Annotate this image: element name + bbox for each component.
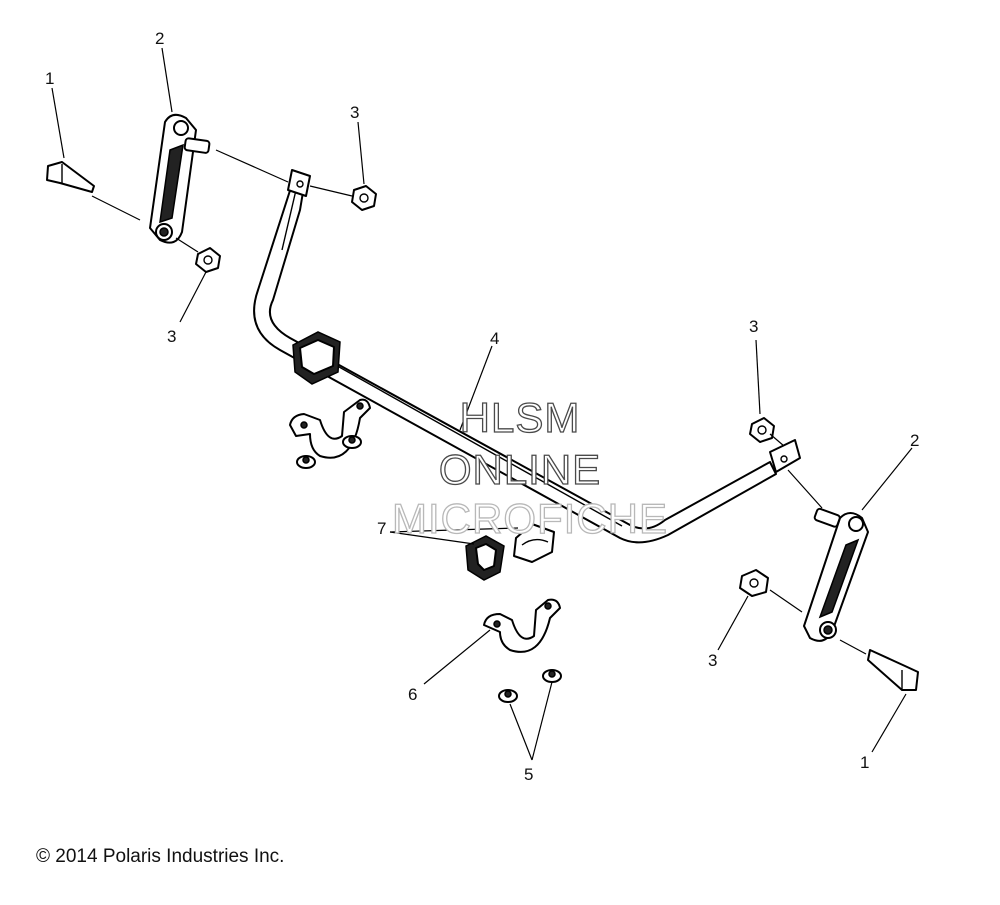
flange-nut-lower-a xyxy=(498,689,518,703)
clamp-lower xyxy=(483,598,561,653)
flange-nut-upper-a xyxy=(296,455,316,469)
callout-7: 7 xyxy=(377,519,386,538)
leader-lines xyxy=(51,47,913,761)
callout-4: 4 xyxy=(490,329,499,348)
flange-nut-lower-b xyxy=(542,669,562,683)
callout-2-right: 2 xyxy=(910,431,919,450)
nut-right-lower xyxy=(739,569,769,597)
watermark: HLSM ONLINE MICROFICHE xyxy=(391,393,668,542)
link-left xyxy=(149,113,211,244)
callout-6: 6 xyxy=(408,685,417,704)
nut-left xyxy=(195,247,221,273)
callout-1-right: 1 xyxy=(860,753,869,772)
bolt-right xyxy=(867,649,919,691)
nut-top xyxy=(351,185,377,211)
callout-3-top: 3 xyxy=(350,103,359,122)
watermark-line-1: HLSM xyxy=(460,394,581,441)
bolt-left xyxy=(46,161,95,193)
flange-nut-upper-b xyxy=(342,435,362,449)
callout-numbers: 1 2 3 3 4 3 2 7 3 6 1 5 xyxy=(45,29,919,784)
watermark-line-3: MICROFICHE xyxy=(392,495,668,542)
stabilizer-bar xyxy=(253,169,801,544)
clamp-upper xyxy=(289,398,371,459)
nut-right-upper xyxy=(749,417,775,443)
bushing-right xyxy=(513,523,555,563)
watermark-line-2: ONLINE xyxy=(439,446,601,493)
callout-3-right-upper: 3 xyxy=(749,317,758,336)
bushing-left xyxy=(465,535,505,581)
callout-3-right-lower: 3 xyxy=(708,651,717,670)
copyright-notice: © 2014 Polaris Industries Inc. xyxy=(36,846,285,867)
callout-1-left: 1 xyxy=(45,69,54,88)
link-right xyxy=(803,507,869,642)
callout-3-left: 3 xyxy=(167,327,176,346)
callout-2-left: 2 xyxy=(155,29,164,48)
callout-5: 5 xyxy=(524,765,533,784)
